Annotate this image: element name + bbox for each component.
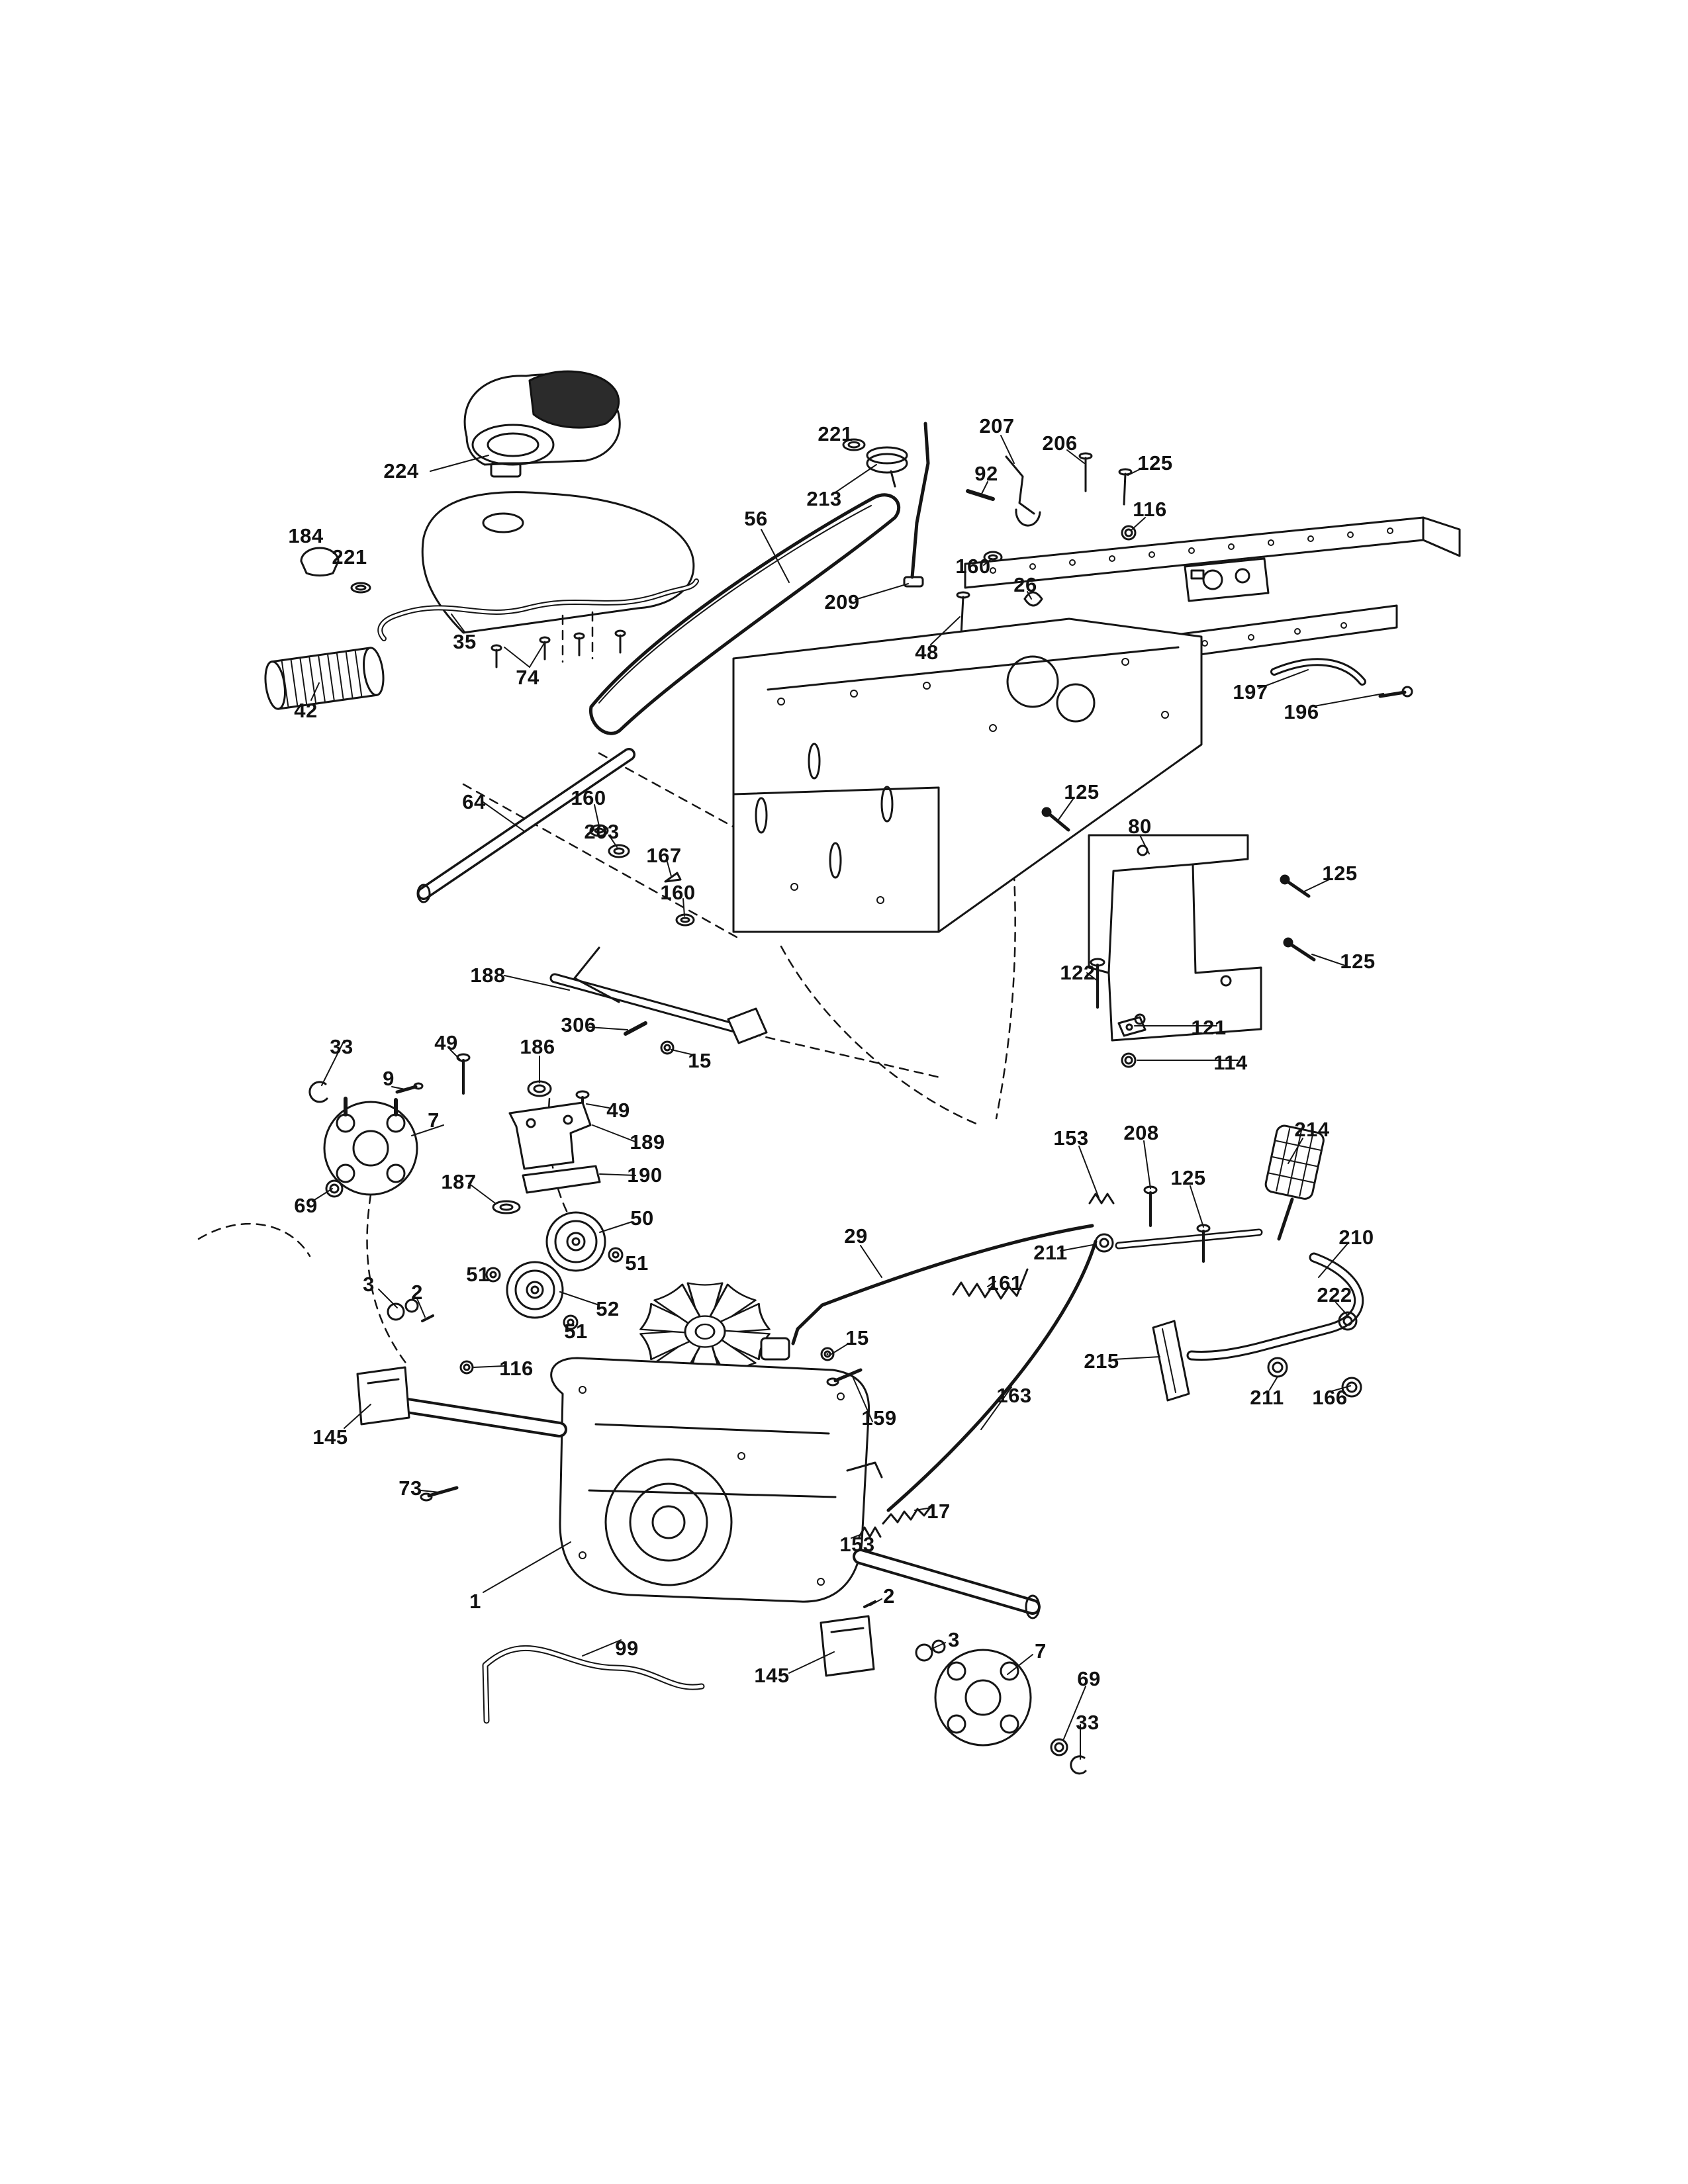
transaxle-drawing [356, 1282, 1041, 1677]
part-callout-51: 51 [625, 1251, 649, 1275]
part-callout-184: 184 [288, 524, 324, 547]
part-callout-214: 214 [1294, 1118, 1330, 1141]
part-callout-7: 7 [1035, 1639, 1047, 1662]
part-callout-80: 80 [1128, 815, 1152, 838]
dash-cover-drawing [421, 370, 695, 668]
part-callout-35: 35 [453, 630, 477, 653]
idler-bracket-drawing [456, 1053, 601, 1214]
part-callout-92: 92 [974, 462, 998, 485]
part-callout-166: 166 [1312, 1386, 1348, 1409]
part-callout-7: 7 [428, 1109, 440, 1132]
part-callout-3: 3 [948, 1628, 960, 1651]
part-callout-2: 2 [411, 1281, 423, 1304]
part-callout-125: 125 [1322, 862, 1358, 885]
part-callout-187: 187 [441, 1170, 477, 1193]
part-callout-213: 213 [806, 487, 842, 510]
chassis-frame-drawing [732, 516, 1461, 933]
part-callout-121: 121 [1191, 1016, 1227, 1039]
part-callout-48: 48 [915, 641, 939, 664]
handle-rod-drawing [377, 578, 699, 641]
part-callout-114: 114 [1213, 1051, 1248, 1074]
part-callout-221: 221 [332, 545, 367, 569]
part-callout-116: 116 [499, 1357, 534, 1380]
pulleys-drawing [485, 1211, 624, 1330]
pedal-linkage-drawing [791, 1124, 1364, 1512]
part-callout-1: 1 [469, 1590, 481, 1613]
part-callout-17: 17 [927, 1500, 951, 1523]
part-callout-145: 145 [754, 1664, 790, 1687]
part-callout-153: 153 [839, 1533, 875, 1556]
part-callout-160: 160 [660, 881, 696, 904]
part-callout-56: 56 [744, 507, 768, 530]
part-callout-163: 163 [996, 1384, 1032, 1407]
part-callout-29: 29 [844, 1224, 868, 1248]
part-callout-160: 160 [571, 786, 606, 809]
part-callout-15: 15 [688, 1049, 712, 1072]
part-callout-64: 64 [462, 790, 486, 813]
part-callout-215: 215 [1084, 1349, 1119, 1373]
part-callout-190: 190 [627, 1163, 663, 1187]
part-callout-161: 161 [987, 1271, 1023, 1295]
part-callout-122: 122 [1060, 961, 1096, 984]
part-callout-206: 206 [1042, 432, 1078, 455]
part-callout-2: 2 [883, 1584, 895, 1608]
part-callout-99: 99 [615, 1637, 639, 1660]
part-callout-9: 9 [383, 1067, 395, 1090]
part-callout-125: 125 [1170, 1166, 1206, 1189]
part-callout-26: 26 [1013, 573, 1037, 596]
part-callout-306: 306 [561, 1013, 596, 1036]
part-callout-197: 197 [1233, 680, 1268, 704]
drag-link-drawing [482, 1645, 705, 1724]
frame-bracket-drawing [1041, 807, 1316, 1068]
part-callout-42: 42 [294, 699, 318, 722]
part-callout-203: 203 [584, 820, 620, 843]
part-callout-145: 145 [312, 1426, 348, 1449]
part-callout-33: 33 [330, 1035, 353, 1058]
part-callout-15: 15 [845, 1326, 869, 1349]
part-callout-222: 222 [1317, 1283, 1352, 1306]
part-callout-69: 69 [1077, 1667, 1101, 1690]
part-callout-51: 51 [466, 1263, 490, 1286]
part-callout-33: 33 [1076, 1711, 1100, 1734]
shift-lever-drawing [842, 422, 1137, 637]
part-callout-125: 125 [1137, 451, 1173, 475]
part-callout-159: 159 [861, 1406, 897, 1430]
part-callout-49: 49 [606, 1099, 630, 1122]
part-callout-188: 188 [470, 964, 506, 987]
part-callout-3: 3 [363, 1273, 375, 1296]
grip-drawing [264, 547, 385, 710]
part-callout-74: 74 [516, 666, 539, 689]
part-callout-51: 51 [564, 1320, 588, 1343]
part-callout-125: 125 [1064, 780, 1100, 803]
part-callout-210: 210 [1338, 1226, 1374, 1249]
part-callout-189: 189 [630, 1130, 665, 1154]
coupling-left-drawing [308, 1081, 424, 1198]
part-callout-69: 69 [294, 1194, 318, 1217]
part-callout-160: 160 [955, 555, 991, 578]
part-callout-209: 209 [824, 590, 860, 614]
part-callout-125: 125 [1340, 950, 1376, 973]
steering-tube-drawing [416, 748, 768, 1055]
part-callout-221: 221 [818, 422, 853, 445]
part-callout-167: 167 [646, 844, 682, 867]
part-callout-49: 49 [434, 1031, 458, 1054]
part-callout-211: 211 [1250, 1386, 1284, 1409]
belt-drawing [589, 493, 901, 735]
part-callout-50: 50 [630, 1206, 654, 1230]
part-callout-52: 52 [596, 1297, 620, 1320]
leader-lines [310, 435, 1384, 1760]
part-callout-196: 196 [1284, 700, 1319, 723]
part-callout-73: 73 [399, 1477, 422, 1500]
part-callout-116: 116 [1133, 498, 1167, 521]
part-callout-208: 208 [1123, 1121, 1159, 1144]
part-callout-211: 211 [1033, 1241, 1068, 1264]
coupling-right-drawing [934, 1649, 1087, 1775]
part-callout-153: 153 [1053, 1126, 1089, 1150]
part-callout-224: 224 [383, 459, 419, 482]
part-callout-186: 186 [520, 1035, 555, 1058]
part-callout-207: 207 [979, 414, 1015, 437]
